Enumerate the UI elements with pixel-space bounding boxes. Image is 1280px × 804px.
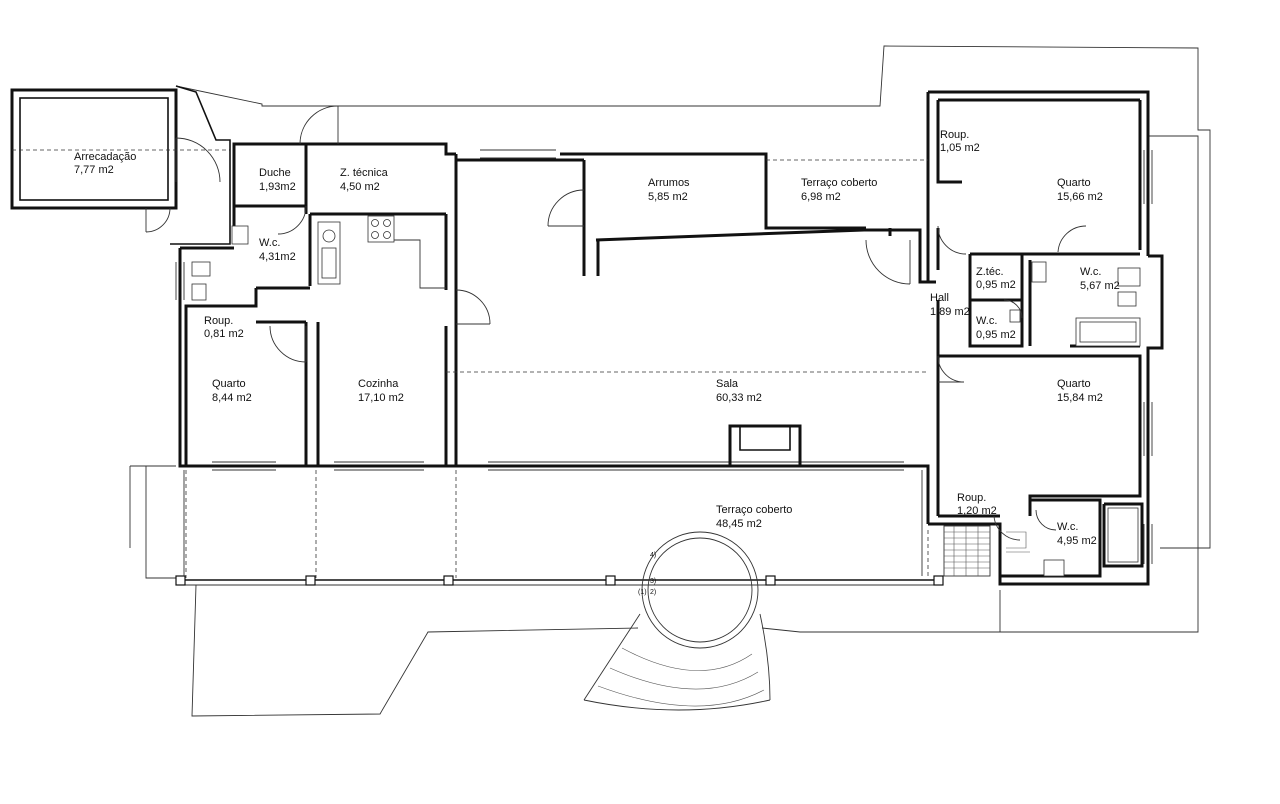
room-labels: Arrecadação 7,77 m2 Duche 1,93m2 Z. técn… xyxy=(74,129,1120,596)
room-cozinha-area: 17,10 m2 xyxy=(358,392,404,404)
room-quarto-se-area: 15,84 m2 xyxy=(1057,392,1103,404)
room-terraco-norte-name: Terraço coberto xyxy=(801,177,877,189)
room-wc-oeste-area: 4,31m2 xyxy=(259,251,296,263)
room-roup-se-area: 1,20 m2 xyxy=(957,505,997,517)
room-roup-se-name: Roup. xyxy=(957,492,986,504)
room-arrecadacao-area: 7,77 m2 xyxy=(74,164,114,176)
marker-2: 2) xyxy=(650,589,656,596)
terrace-structure xyxy=(175,470,944,586)
room-arrecadacao-name: Arrecadação xyxy=(74,151,136,163)
room-wc-oeste-name: W.c. xyxy=(259,237,280,249)
room-wc-se-name: W.c. xyxy=(1057,521,1078,533)
room-arrumos-area: 5,85 m2 xyxy=(648,191,688,203)
room-quarto-oeste-area: 8,44 m2 xyxy=(212,392,252,404)
room-terraco-sul-name: Terraço coberto xyxy=(716,504,792,516)
room-hall-area: 1,89 m2 xyxy=(930,306,970,318)
fireplace xyxy=(728,424,802,466)
marker-3: 3) xyxy=(650,578,656,585)
fixtures xyxy=(191,215,1141,577)
circular-feature xyxy=(583,531,771,711)
room-duche-area: 1,93m2 xyxy=(259,181,296,193)
room-hall-name: Hall xyxy=(930,292,949,304)
windows xyxy=(175,149,1153,564)
dashed-lines xyxy=(185,159,929,578)
room-wc-pequeno-area: 0,95 m2 xyxy=(976,329,1016,341)
marker-4: 4) xyxy=(650,552,656,559)
room-sala-name: Sala xyxy=(716,378,739,390)
room-roup-ne-name: Roup. xyxy=(940,129,969,141)
room-wc-pequeno-name: W.c. xyxy=(976,315,997,327)
stairs xyxy=(943,525,991,577)
room-z-tec-area: 0,95 m2 xyxy=(976,279,1016,291)
room-terraco-sul-area: 48,45 m2 xyxy=(716,518,762,530)
room-wc-este-area: 5,67 m2 xyxy=(1080,280,1120,292)
room-z-tec-name: Z.téc. xyxy=(976,266,1004,278)
room-roup-ne-area: 1,05 m2 xyxy=(940,142,980,154)
room-z-tecnica-area: 4,50 m2 xyxy=(340,181,380,193)
site-lines xyxy=(129,45,1211,717)
room-quarto-oeste-name: Quarto xyxy=(212,378,246,390)
storage-building xyxy=(10,85,231,245)
room-quarto-se-name: Quarto xyxy=(1057,378,1091,390)
room-sala-area: 60,33 m2 xyxy=(716,392,762,404)
room-cozinha-name: Cozinha xyxy=(358,378,399,390)
door-swings xyxy=(269,105,1087,541)
room-z-tecnica-name: Z. técnica xyxy=(340,167,389,179)
room-terraco-norte-area: 6,98 m2 xyxy=(801,191,841,203)
marker-1: (1) xyxy=(638,589,647,596)
room-wc-se-area: 4,95 m2 xyxy=(1057,535,1097,547)
room-roup-oeste-area: 0,81 m2 xyxy=(204,328,244,340)
room-quarto-ne-name: Quarto xyxy=(1057,177,1091,189)
room-roup-oeste-name: Roup. xyxy=(204,315,233,327)
room-arrumos-name: Arrumos xyxy=(648,177,690,189)
room-duche-name: Duche xyxy=(259,167,291,179)
room-wc-este-name: W.c. xyxy=(1080,266,1101,278)
room-quarto-ne-area: 15,66 m2 xyxy=(1057,191,1103,203)
